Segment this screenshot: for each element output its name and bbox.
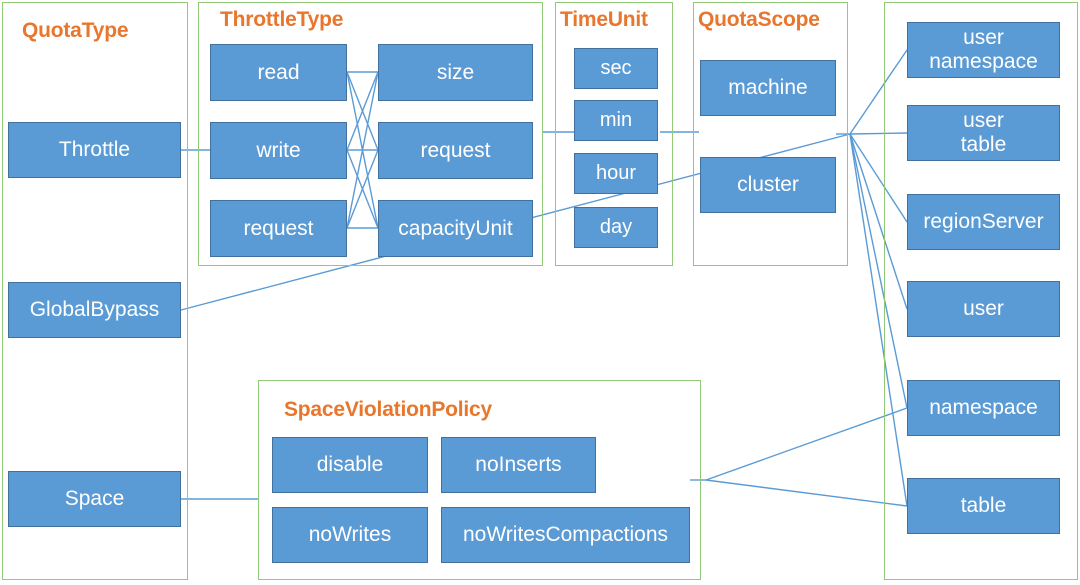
panel-space-violation-policy-title: SpaceViolationPolicy	[284, 398, 493, 421]
node-target-table[interactable]: table	[907, 478, 1060, 534]
link-hub2-to-table	[705, 479, 908, 507]
panel-throttle-type-title: ThrottleType	[220, 8, 344, 31]
node-timeunit-day[interactable]: day	[574, 207, 658, 248]
node-timeunit-hour[interactable]: hour	[574, 153, 658, 194]
node-throttletype-size[interactable]: size	[378, 44, 533, 101]
panel-quota-type-title: QuotaType	[22, 19, 129, 42]
node-throttletype-write[interactable]: write	[210, 122, 347, 179]
node-svp-nowrites[interactable]: noWrites	[272, 507, 428, 563]
node-space[interactable]: Space	[8, 471, 181, 527]
panel-time-unit-title: TimeUnit	[560, 8, 648, 31]
panel-throttle-type	[198, 2, 543, 266]
node-timeunit-sec[interactable]: sec	[574, 48, 658, 89]
node-target-namespace[interactable]: namespace	[907, 380, 1060, 436]
panel-quota-scope	[693, 2, 848, 266]
node-quotascope-cluster[interactable]: cluster	[700, 157, 836, 213]
node-timeunit-min[interactable]: min	[574, 100, 658, 141]
panel-space-violation-policy	[258, 380, 701, 580]
node-svp-nowritescompactions[interactable]: noWritesCompactions	[441, 507, 690, 563]
panel-targets	[884, 2, 1078, 580]
node-svp-noinserts[interactable]: noInserts	[441, 437, 596, 493]
node-target-regionserver[interactable]: regionServer	[907, 194, 1060, 250]
node-target-user-table[interactable]: user table	[907, 105, 1060, 161]
node-target-user-namespace[interactable]: user namespace	[907, 22, 1060, 78]
link-hub2-to-namespace	[705, 407, 908, 481]
panel-quota-scope-title: QuotaScope	[698, 8, 820, 31]
node-throttletype-request[interactable]: request	[210, 200, 347, 257]
node-throttletype-capacityunit[interactable]: capacityUnit	[378, 200, 533, 257]
node-svp-disable[interactable]: disable	[272, 437, 428, 493]
node-quotascope-machine[interactable]: machine	[700, 60, 836, 116]
node-globalbypass[interactable]: GlobalBypass	[8, 282, 181, 338]
node-target-user[interactable]: user	[907, 281, 1060, 337]
panel-time-unit	[555, 2, 673, 266]
node-throttletype-read[interactable]: read	[210, 44, 347, 101]
node-throttle[interactable]: Throttle	[8, 122, 181, 178]
node-throttletype-request-right[interactable]: request	[378, 122, 533, 179]
panel-quota-type	[2, 2, 188, 580]
